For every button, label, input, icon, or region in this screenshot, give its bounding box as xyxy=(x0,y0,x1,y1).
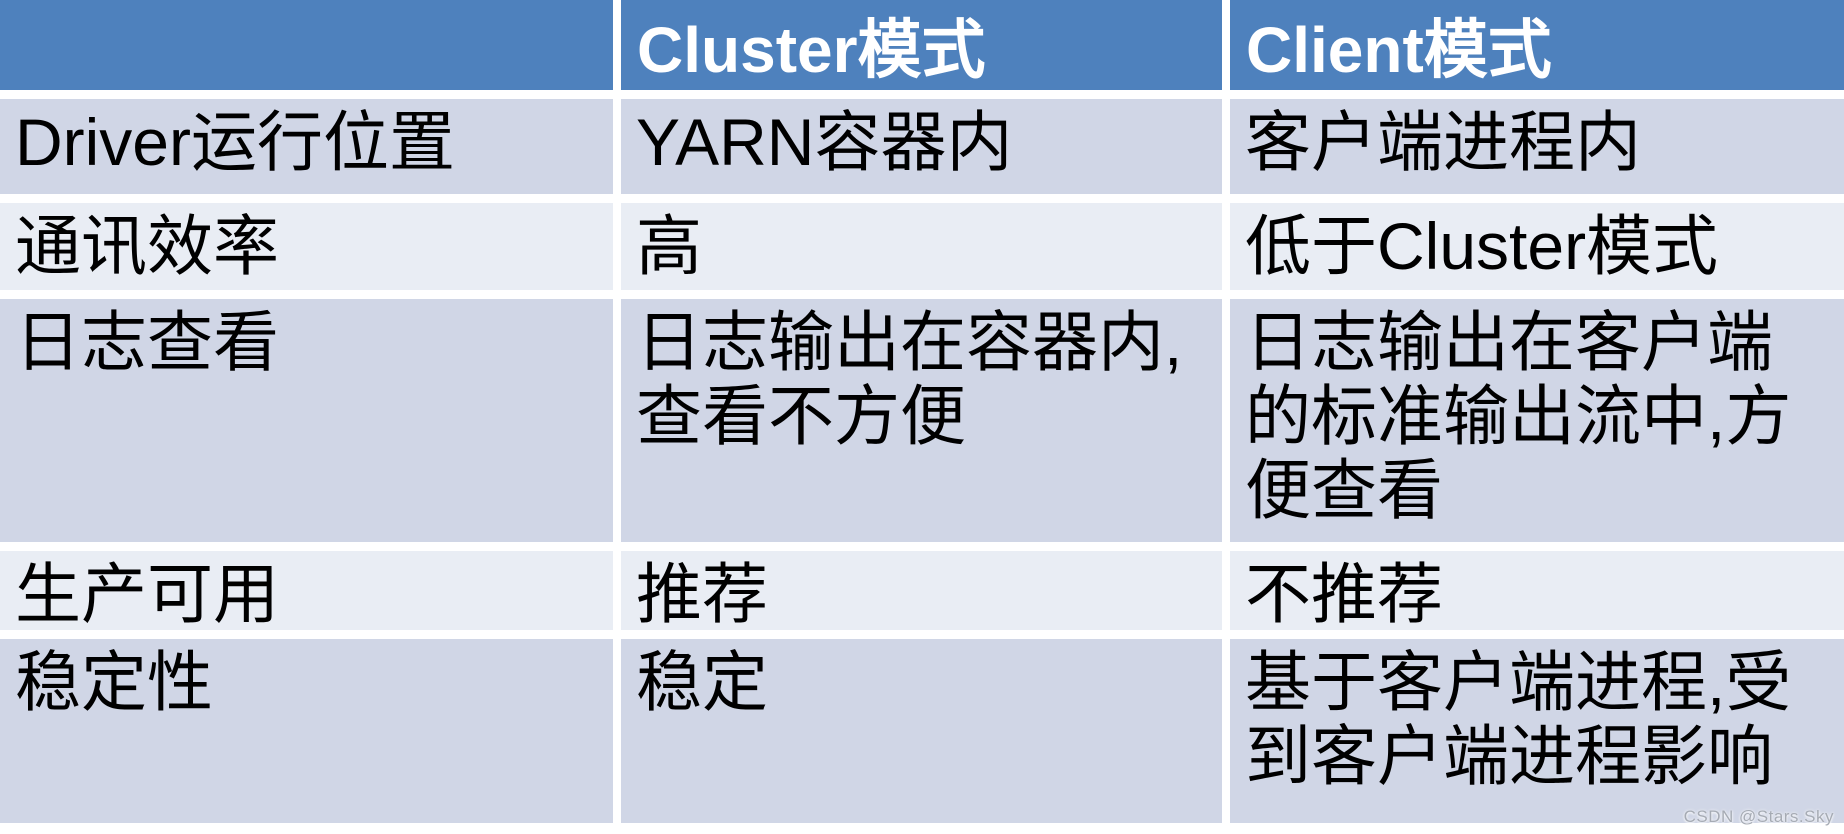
cluster-production-use-cell: 推荐 xyxy=(621,551,1222,630)
row-label-comm-efficiency: 通讯效率 xyxy=(0,203,613,290)
cluster-comm-efficiency-cell: 高 xyxy=(621,203,1222,290)
client-driver-location-cell: 客户端进程内 xyxy=(1230,99,1844,194)
row-label-driver-location: Driver运行位置 xyxy=(0,99,613,194)
client-stability-cell: 基于客户端进程,受 到客户端进程影响 xyxy=(1230,639,1844,823)
header-cluster-mode-cell: Cluster模式 xyxy=(621,0,1222,90)
cluster-driver-location-cell: YARN容器内 xyxy=(621,99,1222,194)
row-label-production-use: 生产可用 xyxy=(0,551,613,630)
csdn-watermark: CSDN @Stars.Sky xyxy=(1683,807,1834,826)
row-label-log-viewing: 日志查看 xyxy=(0,299,613,542)
cluster-stability-cell: 稳定 xyxy=(621,639,1222,823)
client-log-viewing-cell: 日志输出在客户端 的标准输出流中,方 便查看 xyxy=(1230,299,1844,542)
row-label-stability: 稳定性 xyxy=(0,639,613,823)
client-production-use-cell: 不推荐 xyxy=(1230,551,1844,630)
header-corner-cell xyxy=(0,0,613,90)
header-client-mode-cell: Client模式 xyxy=(1230,0,1844,90)
client-comm-efficiency-cell: 低于Cluster模式 xyxy=(1230,203,1844,290)
cluster-log-viewing-cell: 日志输出在容器内, 查看不方便 xyxy=(621,299,1222,542)
